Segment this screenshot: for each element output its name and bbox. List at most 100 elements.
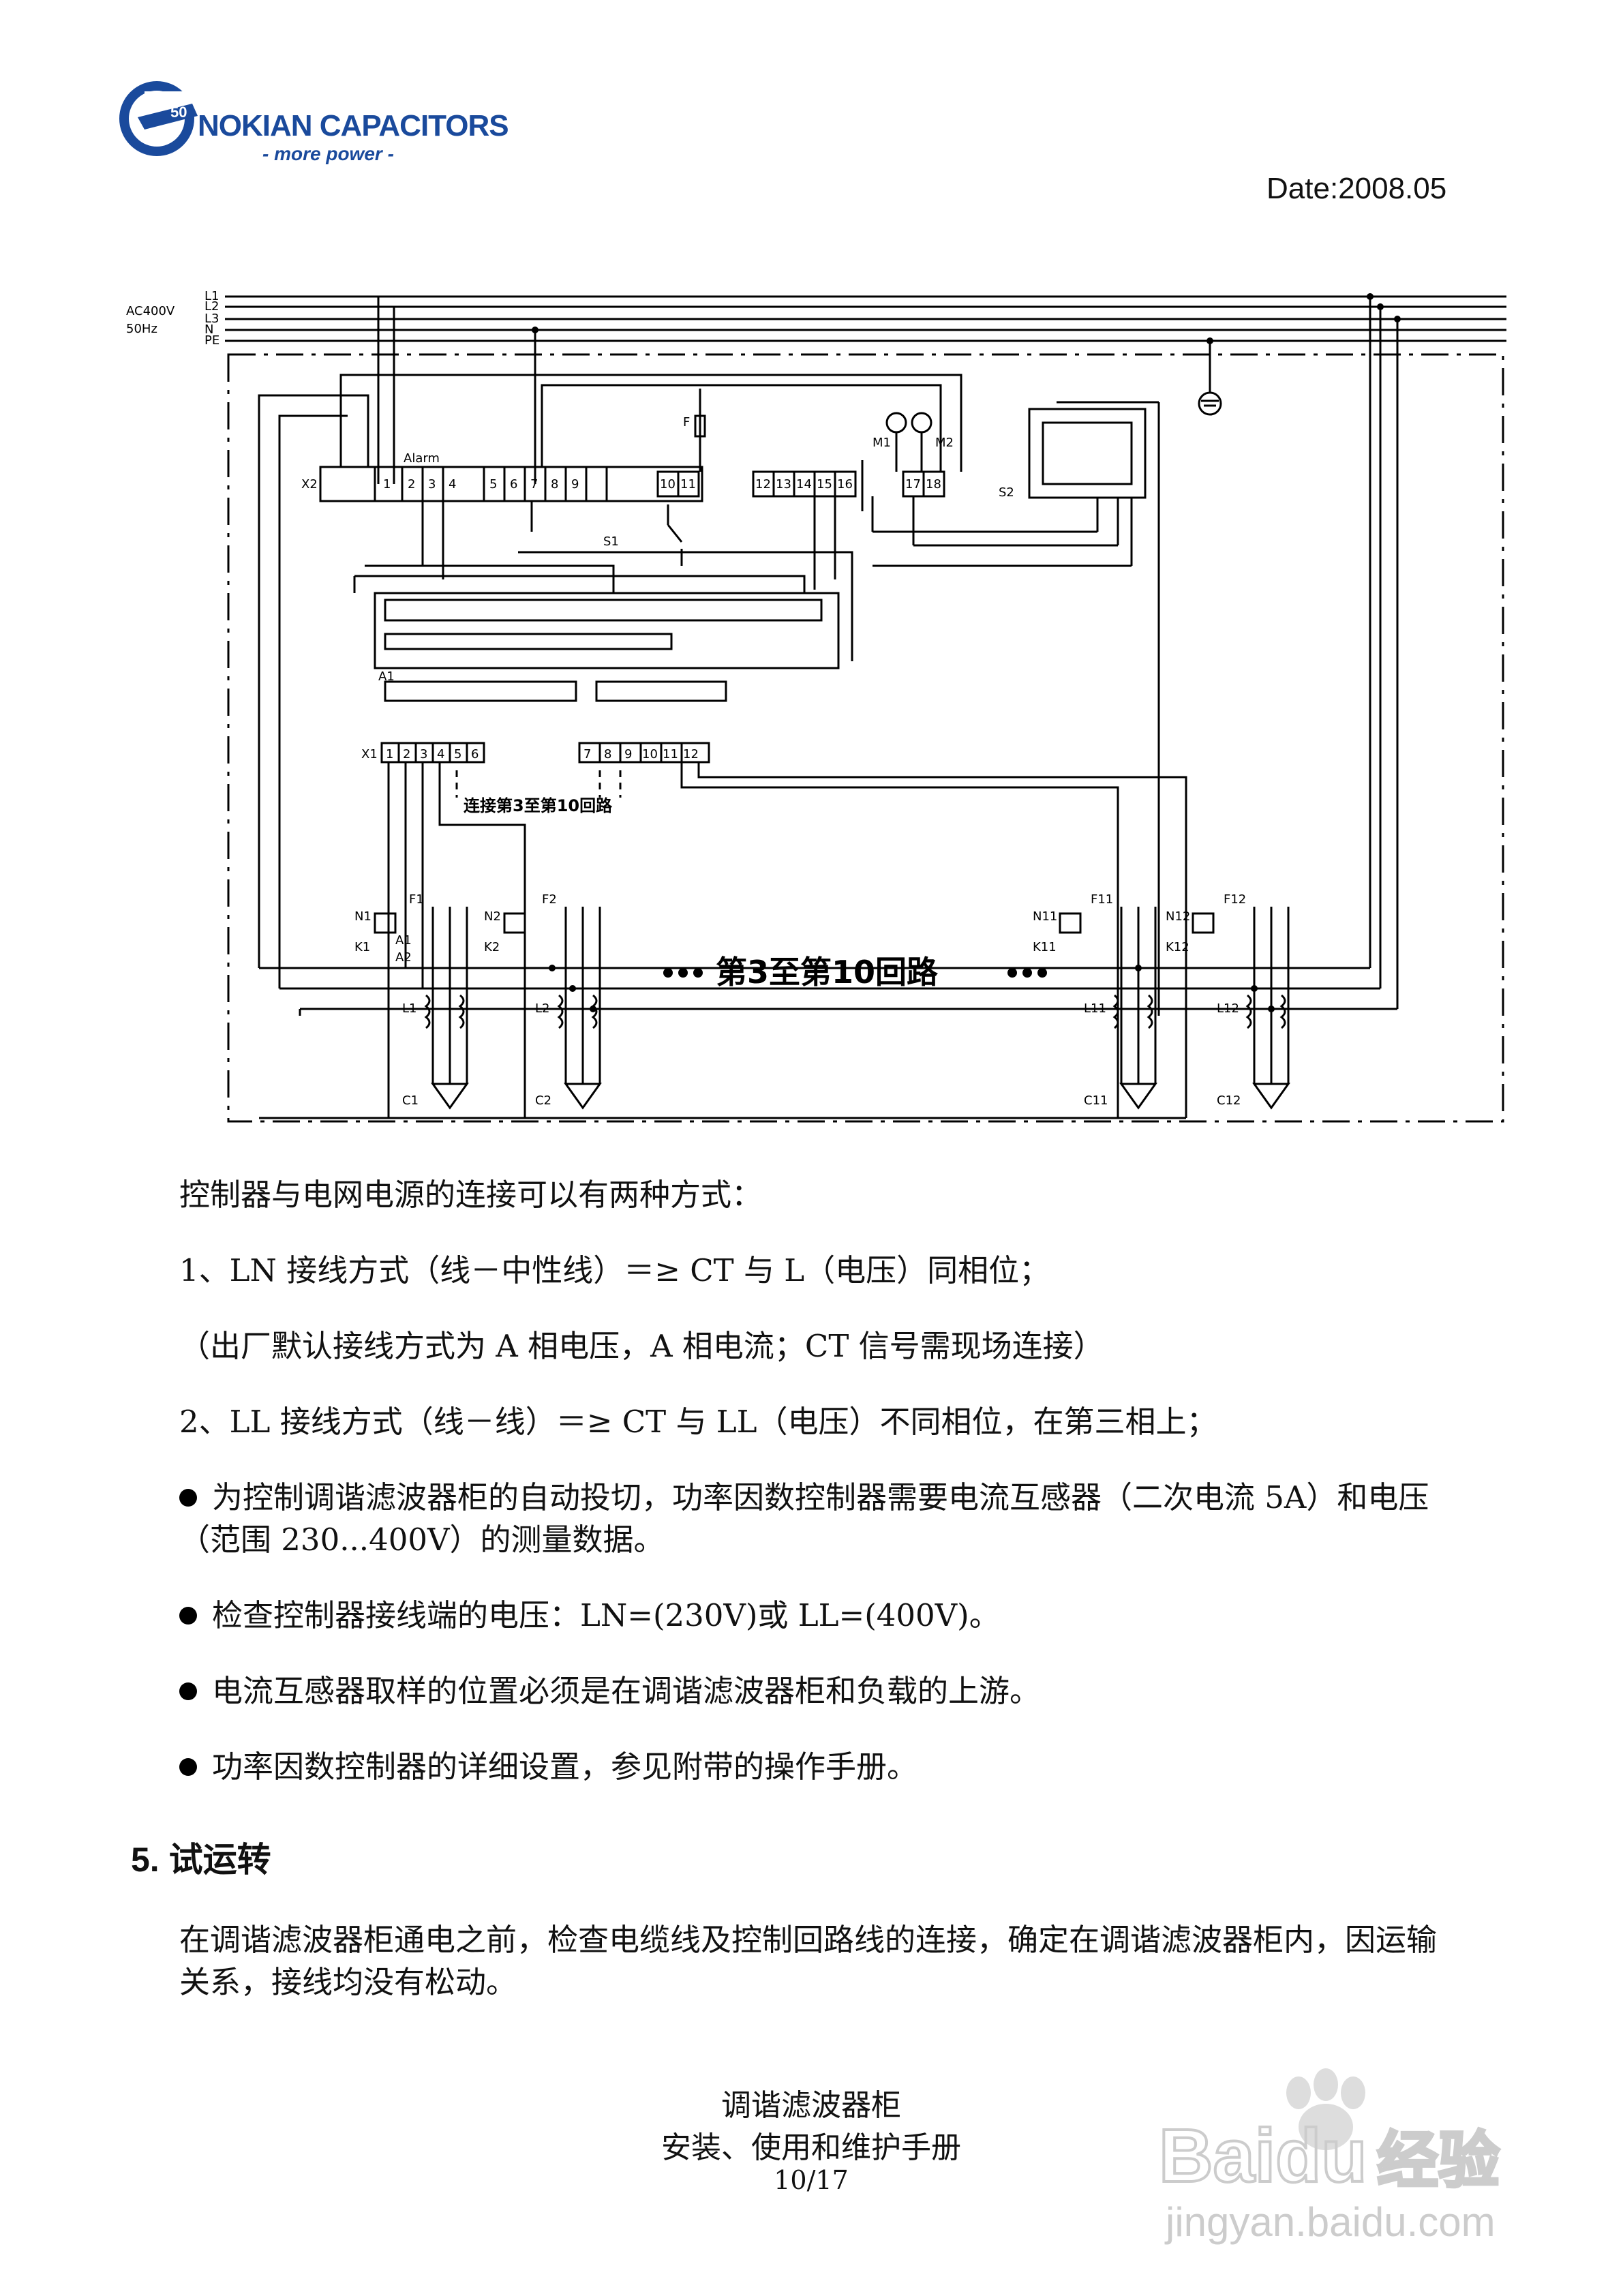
fuse-label: F (683, 415, 690, 429)
terminal-17: 17 (905, 477, 921, 492)
ln-wiring-note: （出厂默认接线方式为 A 相电压，A 相电流；CT 信号需现场连接） (179, 1328, 1104, 1364)
branch-11-k: K11 (1033, 940, 1057, 954)
branch-12 (1192, 907, 1290, 1110)
x1-terminal-11: 11 (663, 747, 678, 761)
branch-12-n: N12 (1166, 909, 1190, 924)
ln-wiring-item: 1、LN 接线方式（线－中性线）＝≥ CT 与 L（电压）同相位； (179, 1252, 1050, 1288)
document-date: Date:2008.05 (1266, 172, 1447, 205)
intro-text: 控制器与电网电源的连接可以有两种方式： (179, 1177, 763, 1213)
bullet-dot-icon (179, 1606, 197, 1625)
branch-11-c: C11 (1084, 1093, 1108, 1108)
x1-terminal-4: 4 (437, 747, 444, 761)
branch-2-l: L2 (535, 1001, 549, 1016)
x1-terminal-2: 2 (403, 747, 410, 761)
motor-m2-label: M2 (935, 436, 954, 450)
watermark-brand: Baidu (1159, 2114, 1367, 2198)
bullet-continuation: （范围 230...400V）的测量数据。 (179, 1522, 665, 1558)
x1-terminal-12: 12 (683, 747, 699, 761)
phase-n-label: N (204, 322, 213, 337)
logo-mark-icon: 50 (119, 81, 199, 156)
phase-l3-label: L3 (204, 312, 219, 326)
bullet-text: 功率因数控制器的详细设置，参见附带的操作手册。 (212, 1749, 918, 1785)
x2-terminal-7: 7 (530, 477, 538, 492)
x1-terminal-7: 7 (583, 747, 591, 761)
section-body-line: 在调谐滤波器柜通电之前，检查电缆线及控制回路线的连接，确定在调谐滤波器柜内，因运… (179, 1922, 1438, 1958)
bullet-text: 为控制调谐滤波器柜的自动投切，功率因数控制器需要电流互感器（二次电流 5A）和电… (212, 1479, 1429, 1515)
x2-terminal-3: 3 (428, 477, 436, 492)
terminal-14: 14 (796, 477, 812, 492)
footer-subtitle: 安装、使用和维护手册 (661, 2130, 961, 2165)
branch-1-k: K1 (354, 940, 370, 954)
terminal-12: 12 (755, 477, 771, 492)
branch-1-l: L1 (402, 1001, 416, 1016)
bullet-item: 为控制调谐滤波器柜的自动投切，功率因数控制器需要电流互感器（二次电流 5A）和电… (179, 1477, 1429, 1519)
motor-m1-label: M1 (873, 436, 891, 450)
x1-terminal-9: 9 (624, 747, 632, 761)
terminal-16: 16 (837, 477, 853, 492)
branch-11-f: F11 (1091, 892, 1113, 907)
bullet-item: 电流互感器取样的位置必须是在调谐滤波器柜和负载的上游。 (179, 1670, 1040, 1712)
footer-title: 调谐滤波器柜 (721, 2088, 901, 2123)
paw-icon (1286, 2068, 1365, 2150)
bullet-dot-icon (179, 1757, 197, 1776)
x1-terminal-3: 3 (420, 747, 427, 761)
nokian-logo: 50 (119, 81, 199, 156)
supply-frequency-label: 50Hz (126, 322, 157, 336)
x1-terminal-10: 10 (642, 747, 658, 761)
logo-badge: 50 (170, 104, 187, 121)
brand-name: NOKIAN CAPACITORS (198, 109, 509, 142)
branch-11 (1059, 907, 1157, 1110)
brand-tagline: - more power - (262, 143, 394, 164)
x1-terminal-1: 1 (386, 747, 393, 761)
watermark-url: jingyan.baidu.com (1164, 2199, 1496, 2245)
phase-l2-label: L2 (204, 299, 219, 314)
controller-a1-label: A1 (378, 669, 395, 684)
branch-2-c: C2 (535, 1093, 551, 1108)
branch-12-f: F12 (1224, 892, 1246, 907)
phase-l1-label: L1 (204, 289, 219, 303)
bullet-dot-icon (179, 1682, 197, 1700)
branch-12-l: L12 (1217, 1001, 1239, 1016)
branch-2 (503, 907, 602, 1110)
wiring-diagram: AC400V 50Hz L1 L2 L3 N PE X2 Alarm 1 2 3… (126, 289, 1506, 1123)
bullet-item: 检查控制器接线端的电压：LN=(230V)或 LL=(400V)。 (179, 1595, 1000, 1637)
x2-terminal-4: 4 (449, 477, 456, 492)
ll-wiring-item: 2、LL 接线方式（线－线）＝≥ CT 与 LL（电压）不同相位，在第三相上； (179, 1404, 1217, 1440)
section-body-line: 关系，接线均没有松动。 (179, 1964, 517, 2000)
watermark-product: 经验 (1377, 2125, 1500, 2196)
bullet-dot-icon (179, 1488, 197, 1507)
page-number: 10/17 (774, 2165, 849, 2195)
branch-1-n: N1 (354, 909, 371, 924)
branch-1 (374, 907, 469, 1110)
x1-terminal-5: 5 (454, 747, 461, 761)
terminal-10: 10 (660, 477, 676, 492)
x2-terminal-5: 5 (489, 477, 497, 492)
branch-11-l: L11 (1084, 1001, 1106, 1016)
x2-terminal-1: 1 (383, 477, 391, 492)
phase-pe-label: PE (204, 333, 219, 348)
branch-12-k: K12 (1166, 940, 1189, 954)
branch-12-c: C12 (1217, 1093, 1241, 1108)
branch-1-a2: A2 (395, 950, 412, 965)
terminal-13: 13 (776, 477, 791, 492)
branch-2-f: F2 (542, 892, 557, 907)
branch-1-f: F1 (409, 892, 424, 907)
x2-terminal-6: 6 (510, 477, 517, 492)
x2-terminal-8: 8 (551, 477, 558, 492)
bullet-text: 电流互感器取样的位置必须是在调谐滤波器柜和负载的上游。 (212, 1673, 1041, 1709)
section-heading: 5. 试运转 (131, 1841, 271, 1879)
branch-11-n: N11 (1033, 909, 1057, 924)
connect-circuits-note: 连接第3至第10回路 (464, 796, 613, 815)
switch-s1-label: S1 (603, 534, 619, 549)
branch-2-k: K2 (484, 940, 500, 954)
terminal-15: 15 (817, 477, 832, 492)
bullet-text: 检查控制器接线端的电压：LN=(230V)或 LL=(400V)。 (212, 1597, 1000, 1633)
alarm-label: Alarm (404, 451, 440, 466)
bullet-item: 功率因数控制器的详细设置，参见附带的操作手册。 (179, 1746, 917, 1788)
x2-terminal-2: 2 (408, 477, 415, 492)
terminal-x1-label: X1 (361, 747, 378, 761)
branch-2-n: N2 (484, 909, 501, 924)
branch-1-c: C1 (402, 1093, 419, 1108)
terminal-x2-label: X2 (301, 477, 318, 492)
terminal-18: 18 (926, 477, 941, 492)
